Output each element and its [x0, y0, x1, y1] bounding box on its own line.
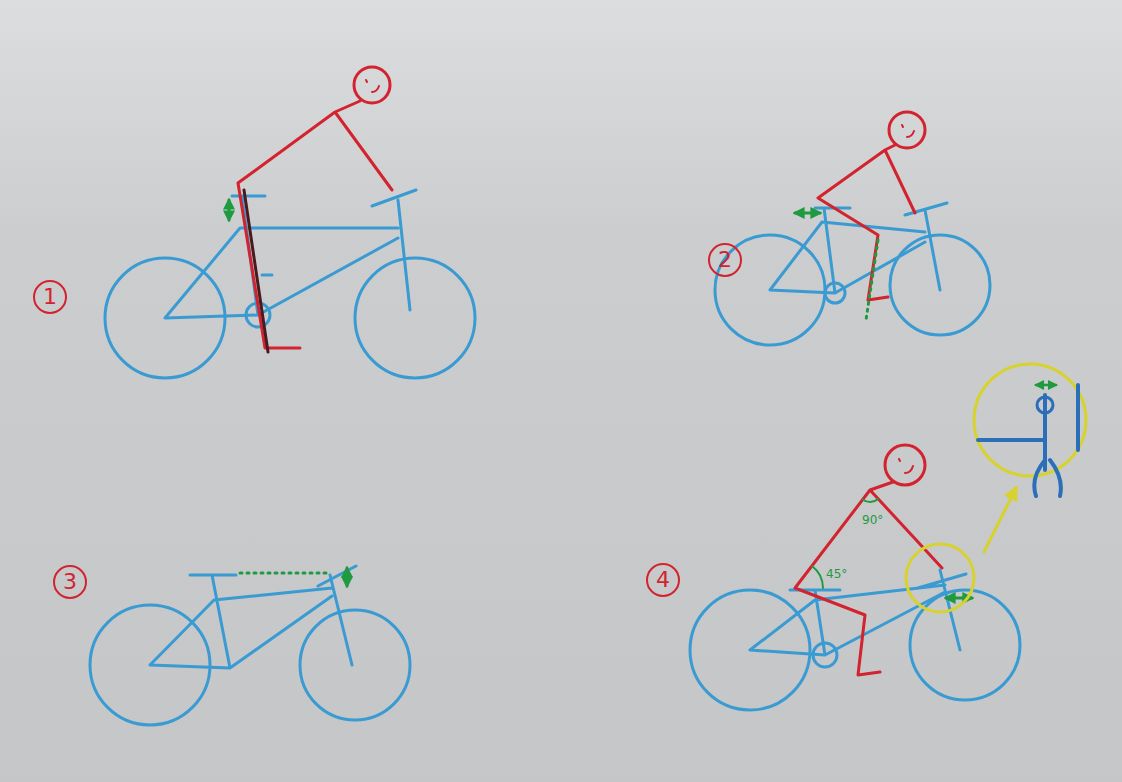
bike-frame — [770, 203, 947, 293]
angle-label: 45° — [826, 568, 847, 580]
step-number: 1 — [33, 280, 67, 314]
rider-face — [902, 125, 914, 137]
step-number: 4 — [646, 563, 680, 597]
adjust-arrow — [1036, 384, 1056, 387]
bike-frame — [165, 190, 416, 318]
front-wheel — [300, 610, 410, 720]
rider-leg — [244, 190, 268, 352]
plumb-line — [866, 240, 878, 320]
step-number-text: 2 — [718, 249, 732, 271]
step-number-text: 1 — [43, 286, 57, 308]
angle-arc — [863, 499, 878, 502]
stem-clamp — [1037, 397, 1053, 413]
step-number: 3 — [53, 565, 87, 599]
adjust-arrow — [346, 568, 349, 586]
step-number-text: 3 — [63, 571, 77, 593]
bike-frame — [150, 566, 356, 668]
zoomed-stem — [978, 385, 1078, 496]
rider-face — [899, 459, 913, 473]
adjust-arrow — [795, 212, 820, 215]
level-line — [240, 572, 326, 575]
rider-face — [366, 80, 379, 92]
adjust-arrow — [228, 200, 231, 220]
rider-head — [354, 67, 390, 103]
rider-head — [889, 112, 925, 148]
zoom-circle — [906, 544, 974, 612]
step-number: 2 — [708, 243, 742, 277]
front-wheel — [355, 258, 475, 378]
rider-body — [795, 482, 942, 675]
front-wheel — [910, 590, 1020, 700]
rider-head — [885, 445, 925, 485]
angle-label: 90° — [862, 514, 883, 526]
zoom-circle — [974, 364, 1086, 476]
zoom-arrow — [984, 488, 1016, 552]
rider-body — [818, 145, 915, 300]
step-number-text: 4 — [656, 569, 670, 591]
angle-arc — [812, 566, 823, 588]
